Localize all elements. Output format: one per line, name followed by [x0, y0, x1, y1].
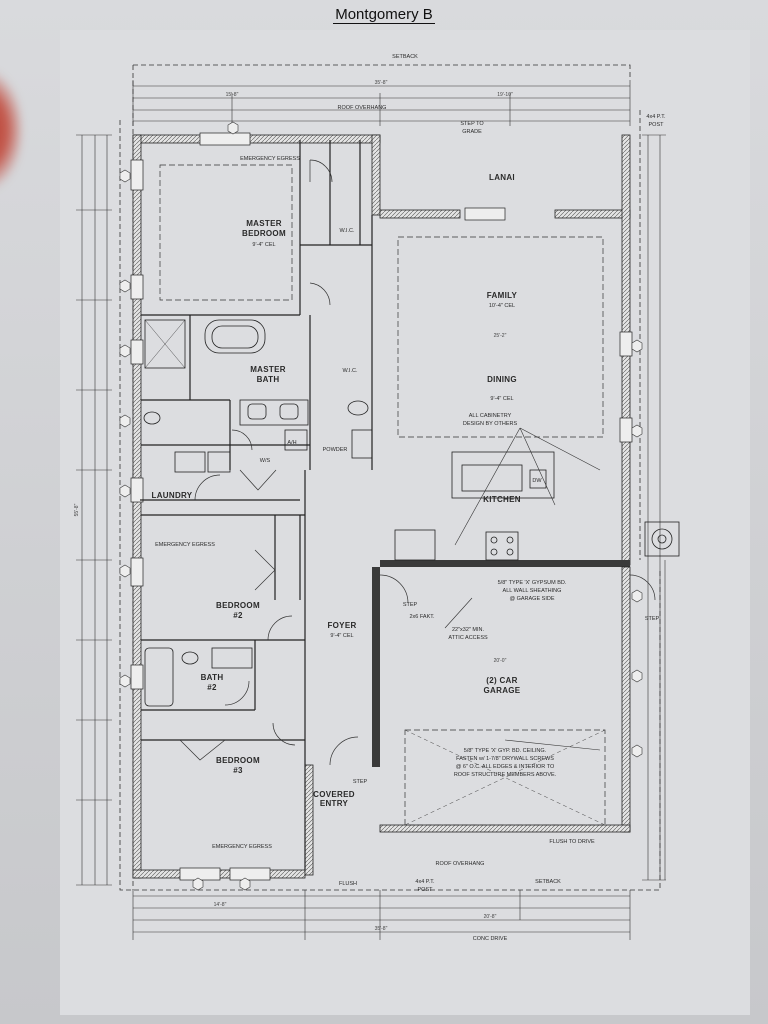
- label-covered-entry-2: ENTRY: [320, 799, 349, 808]
- ac-pad: [644, 521, 680, 557]
- label-ah: A/H: [287, 440, 296, 446]
- master-tray-ceiling: [159, 164, 293, 301]
- interior-walls: [140, 140, 373, 870]
- label-garage-ceil-1: 5/8" TYPE 'X' GYP. BD. CEILING.: [464, 748, 547, 754]
- label-family: FAMILY: [487, 291, 518, 300]
- label-step-entry: STEP: [353, 779, 368, 785]
- label-wic-top: W.I.C.: [340, 228, 355, 234]
- garage-door-dashed: [404, 729, 606, 826]
- label-garage-wall-2: ALL WALL SHEATHING: [503, 588, 562, 594]
- label-step-side: STEP: [645, 616, 660, 622]
- label-flush: FLUSH: [339, 881, 357, 887]
- label-conc-drive: CONC DRIVE: [473, 936, 508, 942]
- label-post-top-2: POST: [649, 122, 665, 128]
- label-emergency-egress-br2: EMERGENCY EGRESS: [155, 542, 215, 548]
- label-emergency-egress-br3: EMERGENCY EGRESS: [212, 844, 272, 850]
- label-garage-ceil-4: ROOF STRUCTURE MEMBERS ABOVE.: [454, 772, 557, 778]
- dimension-labels: 35'-8" 15'-8" 19'-10" 55'-8" 35'-8" 20'-…: [74, 80, 513, 932]
- label-post-top-1: 4x4 P.T.: [646, 114, 666, 120]
- label-bath2-2: #2: [207, 683, 217, 692]
- dim-family-width: 25'-2": [494, 333, 507, 339]
- label-garage-2: GARAGE: [484, 686, 521, 695]
- label-laundry: LAUNDRY: [152, 491, 193, 500]
- garage-diagonal: [404, 729, 606, 826]
- label-flush-to-drive: FLUSH TO DRIVE: [549, 839, 595, 845]
- leader-lines: [444, 427, 601, 751]
- label-bath2-1: BATH: [201, 673, 224, 682]
- label-dining-ceiling: 9'-4" CEL: [490, 396, 513, 402]
- label-lanai: LANAI: [489, 173, 515, 182]
- label-bedroom2-1: BEDROOM: [216, 601, 260, 610]
- label-foyer: FOYER: [327, 621, 356, 630]
- label-cabinetry-1: ALL CABINETRY: [469, 413, 512, 419]
- label-master-bath-2: BATH: [257, 375, 280, 384]
- family-tray-ceiling: [397, 236, 604, 438]
- label-master-bedroom-1: MASTER: [246, 219, 282, 228]
- label-setback-bottom: SETBACK: [535, 879, 561, 885]
- label-garage-1: (2) CAR: [486, 676, 517, 685]
- garage-diagonal-2: [404, 729, 606, 826]
- dim-left-overall: 55'-8": [74, 503, 80, 516]
- label-roof-overhang-top: ROOF OVERHANG: [338, 105, 387, 111]
- label-garage-ceil-3: @ 6" O.C. ALL EDGES & INTERIOR TO: [456, 764, 555, 770]
- dim-top-2: 15'-8": [226, 92, 239, 98]
- page-title: Montgomery B: [333, 6, 435, 24]
- label-attic-2: ATTIC ACCESS: [448, 635, 488, 641]
- label-garage-ceil-2: FASTEN w/ 1-7/8" DRYWALL SCREWS: [456, 756, 554, 762]
- label-master-bath-1: MASTER: [250, 365, 286, 374]
- label-kitchen: KITCHEN: [483, 495, 521, 504]
- label-ws: W/S: [260, 458, 271, 464]
- finger-blur: [0, 70, 22, 190]
- label-foyer-ceiling: 9'-4" CEL: [330, 633, 353, 639]
- paper-sheet: [60, 30, 750, 1015]
- label-powder: POWDER: [323, 447, 348, 453]
- dimension-ticks: [76, 80, 666, 940]
- label-garage-wall-3: @ GARAGE SIDE: [509, 596, 554, 602]
- label-master-bedroom-2: BEDROOM: [242, 229, 286, 238]
- label-dining: DINING: [487, 375, 517, 384]
- label-post-bottom-1: 4x4 P.T.: [415, 879, 435, 885]
- label-bedroom2-2: #2: [233, 611, 243, 620]
- dim-bottom-overall: 35'-8": [375, 926, 388, 932]
- door-swings: [179, 159, 656, 766]
- label-setback-top: SETBACK: [392, 54, 418, 60]
- label-step-to-grade-1: STEP TO: [460, 121, 484, 127]
- label-cabinetry-2: DESIGN BY OTHERS: [463, 421, 518, 427]
- label-covered-entry-1: COVERED: [313, 790, 355, 799]
- label-dw: DW: [532, 478, 542, 484]
- dim-top-3: 19'-10": [497, 92, 513, 98]
- label-roof-overhang-bottom: ROOF OVERHANG: [436, 861, 485, 867]
- dim-bottom-2: 20'-8": [484, 914, 497, 920]
- dimension-lines: [81, 85, 666, 933]
- kitchen-island: [394, 451, 555, 561]
- dim-bottom-3: 14'-8": [214, 902, 227, 908]
- room-labels: MASTER BEDROOM 9'-4" CEL EMERGENCY EGRES…: [152, 54, 667, 942]
- label-garage-wall-1: 5/8" TYPE 'X' GYPSUM BD.: [498, 580, 567, 586]
- label-bedroom3-1: BEDROOM: [216, 756, 260, 765]
- label-stair-fakt: 2x6 FAKT.: [409, 614, 435, 620]
- label-attic-1: 22"x32" MIN.: [452, 627, 484, 633]
- label-wic-2: W.I.C.: [343, 368, 358, 374]
- windows: [130, 132, 633, 881]
- label-bedroom3-2: #3: [233, 766, 243, 775]
- label-step-to-grade-2: GRADE: [462, 129, 482, 135]
- label-step-garage: STEP: [403, 602, 418, 608]
- label-family-ceiling: 10'-4" CEL: [489, 303, 515, 309]
- callout-tags: [119, 121, 643, 891]
- dim-overall-top: 35'-8": [375, 80, 388, 86]
- label-post-bottom-2: POST: [418, 887, 434, 893]
- dim-garage-width: 20'-0": [494, 658, 507, 664]
- label-master-bedroom-ceiling: 9'-4" CEL: [252, 242, 275, 248]
- bath-fixtures: [143, 319, 373, 707]
- label-emergency-egress-top: EMERGENCY EGRESS: [240, 156, 300, 162]
